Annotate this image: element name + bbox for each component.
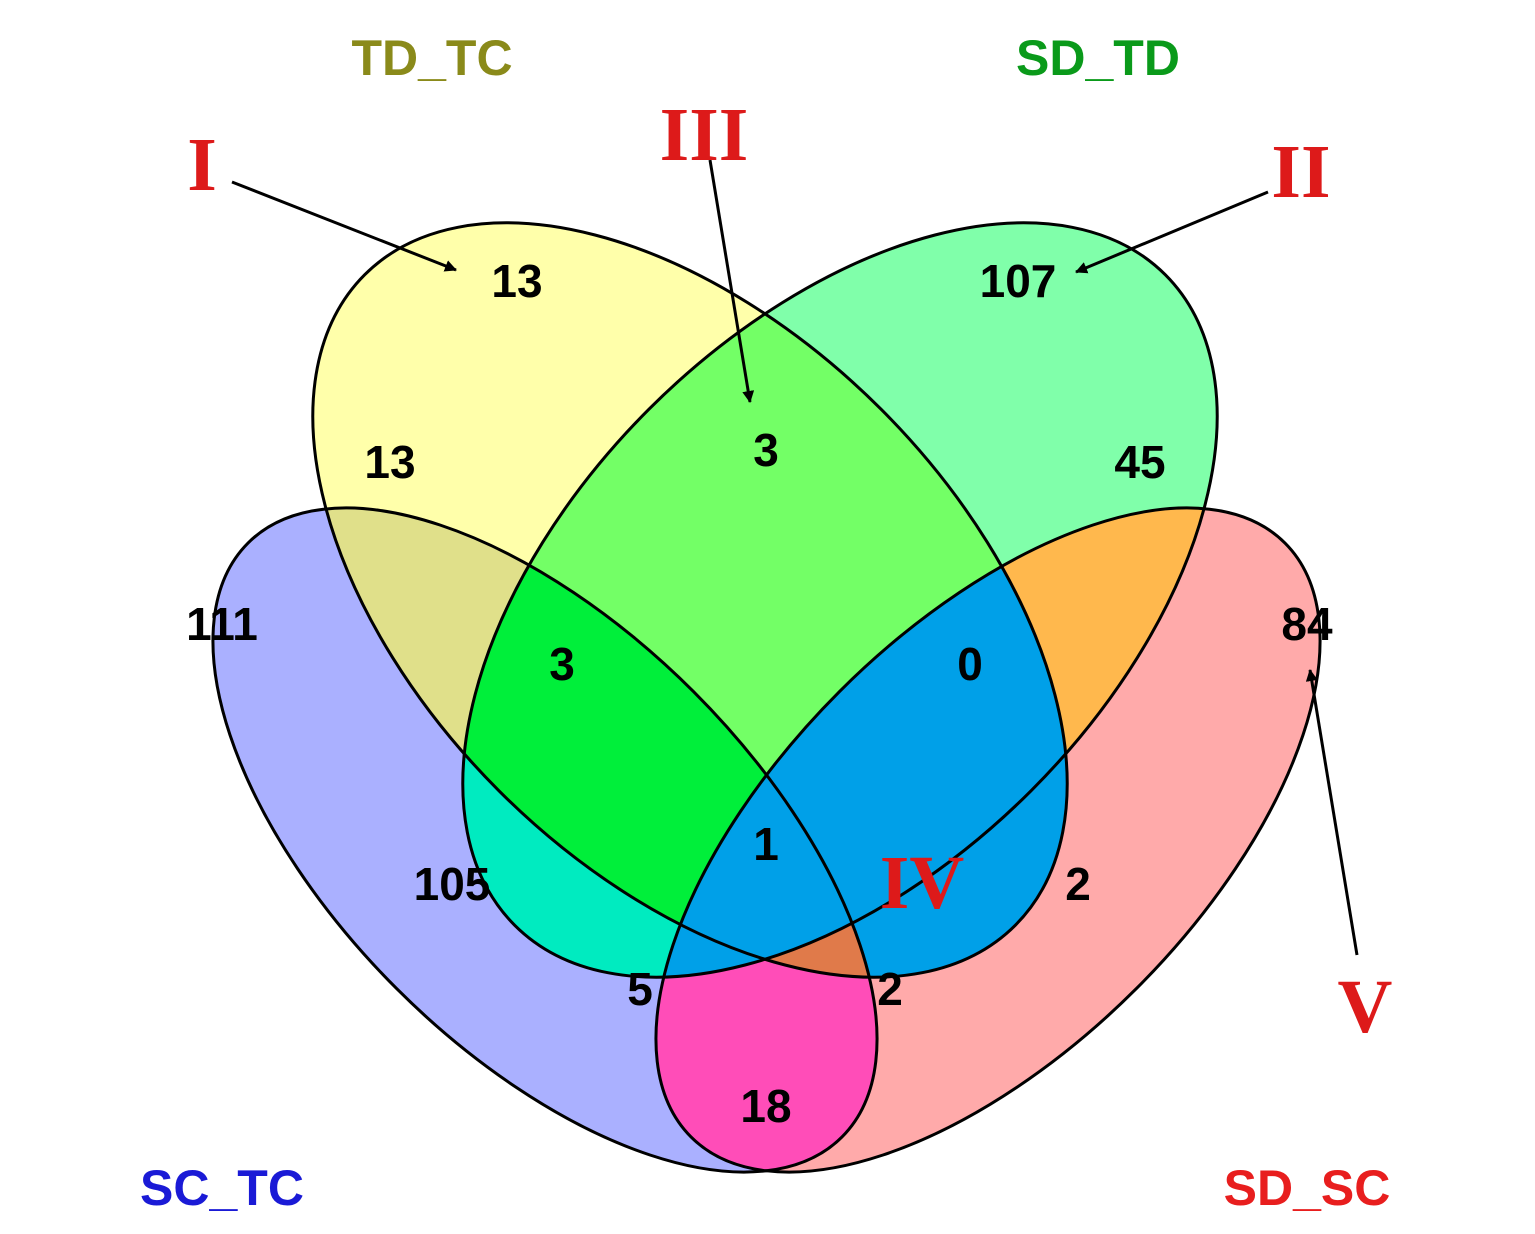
count-sd-sc-only: 84 — [1281, 598, 1333, 650]
count-td-tc-sd-td: 3 — [753, 424, 779, 476]
annotation-v: V — [1338, 965, 1393, 1049]
count-td-tc-only: 13 — [491, 255, 542, 307]
count-sc-tc-sd-td: 105 — [414, 858, 491, 910]
count-sc-tc-td-tc: 13 — [364, 436, 415, 488]
set-label-sc-tc: SC_TC — [140, 1160, 304, 1216]
count-sd-td-sd-sc: 45 — [1114, 436, 1165, 488]
sd-td-ellipse-outline — [461, 221, 1219, 979]
td-tc-ellipse-outline — [311, 221, 1069, 979]
count-sc-tc-td-tc-sd-td: 3 — [549, 638, 575, 690]
arrow-ii — [1075, 190, 1269, 274]
sc-tc-ellipse-outline — [211, 506, 879, 1174]
sd-sc-ellipse-outline — [654, 506, 1322, 1174]
arrow-v — [1305, 669, 1359, 956]
count-sd-td-only: 107 — [980, 255, 1057, 307]
arrow-i — [231, 180, 457, 272]
set-label-td-tc: TD_TC — [351, 30, 512, 86]
count-all-four: 1 — [753, 818, 779, 870]
count-sc-tc-td-tc-sd-sc: 5 — [627, 963, 653, 1015]
set-label-sd-sc: SD_SC — [1224, 1160, 1391, 1216]
count-td-tc-sd-sc: 2 — [1065, 858, 1091, 910]
annotation-ii: II — [1271, 130, 1330, 214]
count-sc-tc-sd-sc: 18 — [740, 1080, 791, 1132]
annotation-iv: IV — [880, 841, 965, 925]
annotation-i: I — [187, 123, 217, 207]
set-label-sd-td: SD_TD — [1016, 30, 1180, 86]
annotation-iii: III — [660, 93, 749, 177]
count-td-tc-sd-td-sd-sc: 0 — [957, 638, 983, 690]
count-sc-tc-only: 111 — [186, 598, 258, 650]
count-sc-tc-sd-td-sd-sc: 2 — [877, 963, 903, 1015]
arrow-iii — [708, 159, 755, 403]
